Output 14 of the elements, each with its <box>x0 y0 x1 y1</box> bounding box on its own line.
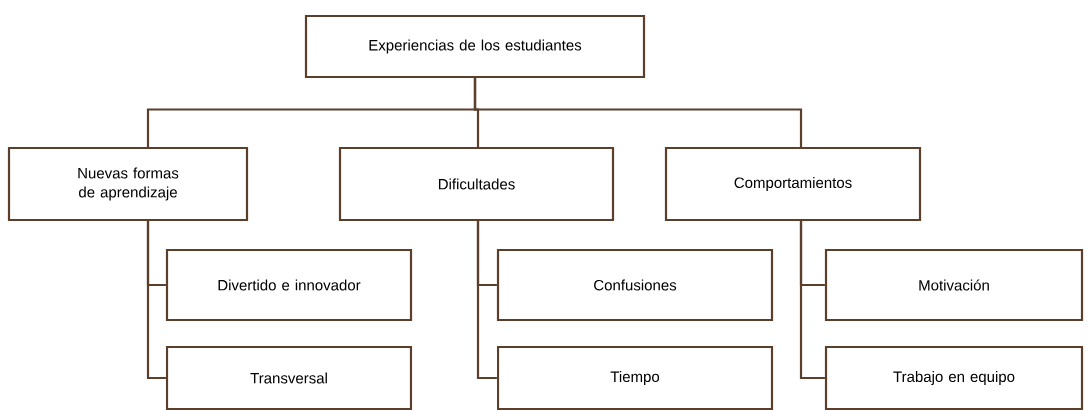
box: Dificultades <box>338 146 615 222</box>
box: Tiempo <box>496 345 774 410</box>
box: Comportamientos <box>664 146 922 222</box>
box: Experiencias de los estudiantes <box>304 14 646 79</box>
connector <box>799 221 825 380</box>
connector <box>476 221 497 380</box>
box: Trabajo en equipo <box>824 345 1084 410</box>
box: Transversal <box>165 345 413 410</box>
box: Motivación <box>824 248 1084 322</box>
box: Divertido e innovador <box>165 248 413 322</box>
connector <box>473 78 803 147</box>
box: Confusiones <box>496 248 774 322</box>
box: Nuevas formas de aprendizaje <box>7 146 249 222</box>
connector <box>146 221 166 380</box>
